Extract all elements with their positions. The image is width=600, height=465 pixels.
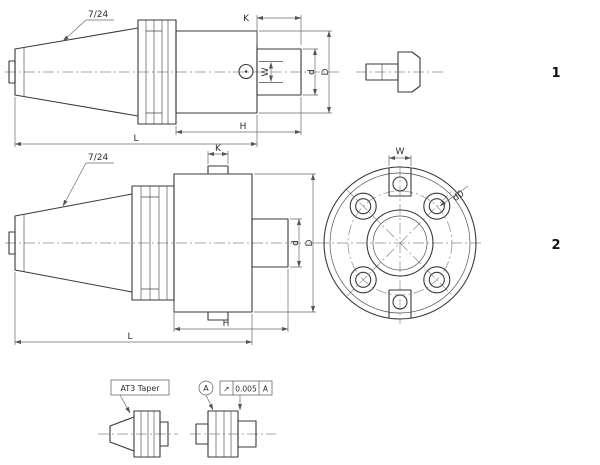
datum-label: A: [203, 384, 209, 393]
at3-taper-note: AT3 Taper: [120, 384, 160, 393]
front-dim-W: W: [396, 147, 405, 157]
pull-stud-view: [356, 51, 444, 93]
runout-value: 0.005: [235, 385, 257, 394]
view1-dim-D: D: [321, 68, 331, 75]
view2-dim-L: L: [127, 332, 132, 342]
view1-dim-L: L: [133, 134, 138, 144]
front-view: W d0: [318, 147, 482, 324]
view2-dim-K: K: [215, 144, 222, 154]
view1-dim-K: K: [243, 14, 250, 24]
detail-at3-taper: AT3 Taper: [98, 379, 178, 458]
view1-dim-d: d: [307, 69, 317, 75]
view2-dim-H: H: [223, 319, 230, 329]
view2-dim-D: D: [305, 239, 315, 246]
runout-datum-ref: A: [263, 385, 269, 394]
view2-dim-d: d: [291, 240, 301, 246]
runout-symbol-icon: ↗: [223, 385, 229, 394]
view2-taper-label: 7/24: [88, 153, 108, 163]
view2-side-view: K d D H L 7/24: [5, 144, 320, 345]
view1-taper-label: 7/24: [88, 10, 108, 20]
detail-runout: A ↗ 0.005 A: [190, 380, 276, 458]
view1-dim-H: H: [240, 122, 247, 132]
view1-dim-W: W: [261, 67, 271, 76]
view1-side-view: K W d D H L 7/24: [5, 10, 342, 147]
item-number-2: 2: [551, 238, 560, 253]
item-number-1: 1: [551, 66, 560, 81]
